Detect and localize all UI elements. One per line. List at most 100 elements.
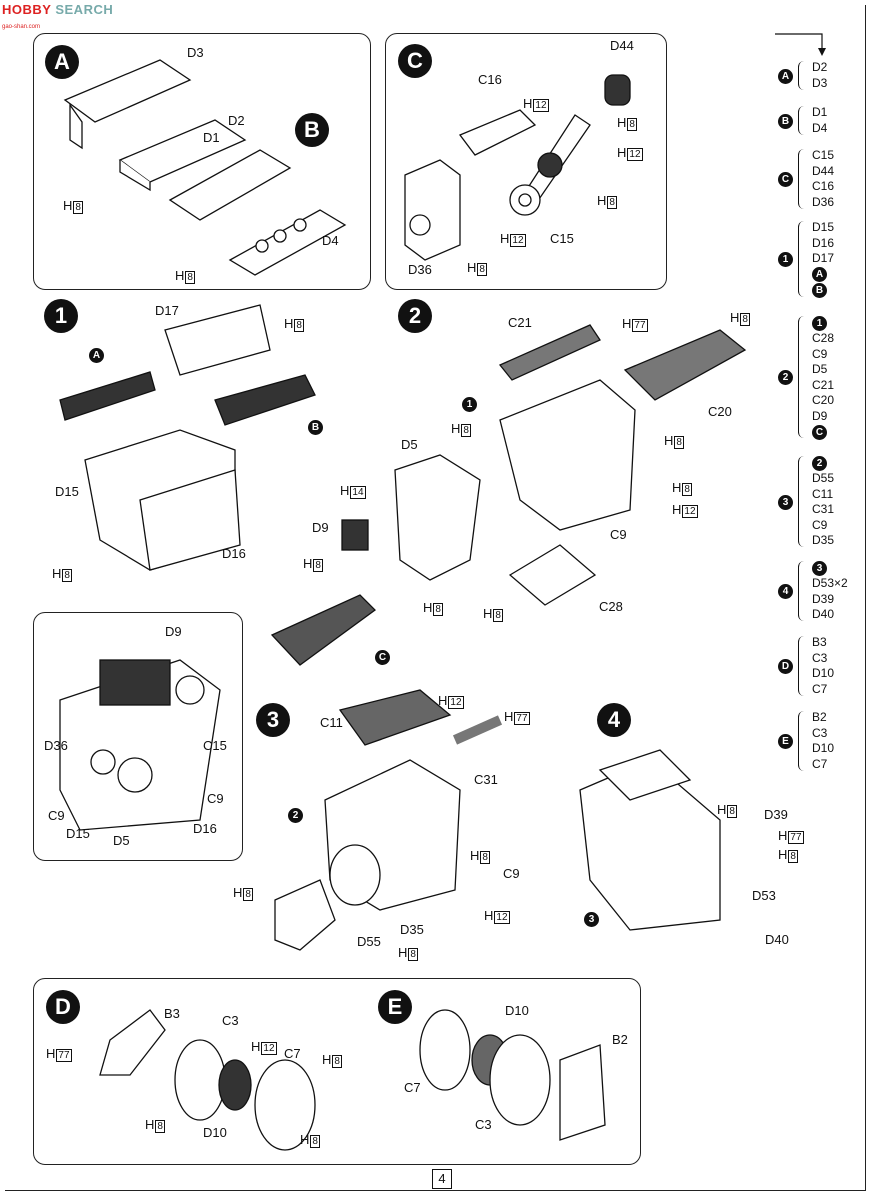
ref-badge-a: A [89, 348, 104, 363]
legend-part: D36 [812, 194, 835, 209]
legend-part: D39 [812, 591, 835, 606]
legend-part: B [812, 282, 827, 298]
legend-brace [798, 456, 804, 547]
label-c21: C21 [508, 315, 532, 330]
label-d3: D3 [187, 45, 204, 60]
part-c7 [254, 1059, 316, 1151]
label-d1: D1 [203, 130, 220, 145]
legend-brace [798, 561, 804, 621]
label-d5-2: D5 [401, 437, 418, 452]
label-d36-c: D36 [408, 262, 432, 277]
legend-brace [798, 636, 804, 696]
legend-part: C [812, 424, 827, 440]
legend-part: D55 [812, 471, 835, 485]
legend-part: D15 [812, 220, 835, 234]
legend-part: D40 [812, 607, 835, 621]
label-d10-d: D10 [203, 1125, 227, 1140]
legend-part: D3 [812, 75, 828, 90]
part-c16 [458, 109, 537, 156]
label-d9-2: D9 [312, 520, 329, 535]
legend-part: 3 [812, 560, 827, 576]
label-c7-e: C7 [404, 1080, 421, 1095]
legend-badge: 1 [778, 251, 793, 267]
step-badge-2: 2 [398, 299, 432, 333]
step-badge-e: E [378, 990, 412, 1024]
label-d55: D55 [357, 934, 381, 949]
label-c15: C15 [550, 231, 574, 246]
label-c11: C11 [320, 715, 343, 730]
legend-part: C3 [812, 725, 828, 740]
legend-part: D2 [812, 60, 828, 74]
legend-part: C20 [812, 393, 835, 407]
legend-part: D35 [812, 533, 835, 547]
label-c3-d: C3 [222, 1013, 239, 1028]
part-e-c7 [419, 1009, 471, 1091]
label-d10-e: D10 [505, 1003, 529, 1018]
legend-badge: C [778, 172, 793, 187]
legend-part: D53×2 [812, 576, 848, 590]
label-d53: D53 [752, 888, 776, 903]
legend-part: C31 [812, 502, 835, 516]
part-d4 [228, 209, 347, 276]
label-d36-asm: D36 [44, 738, 68, 753]
part-e-c3 [489, 1034, 551, 1126]
part-c-assembly [270, 594, 376, 666]
label-c16: C16 [478, 72, 502, 87]
legend-badge: D [778, 659, 793, 674]
label-c9-asm-b: C9 [48, 808, 65, 823]
part-d5 [394, 454, 481, 581]
legend-part: C15 [812, 148, 835, 162]
legend-part: 1 [812, 315, 827, 331]
label-d2: D2 [228, 113, 245, 128]
part-b3 [99, 1009, 166, 1076]
label-c9-2: C9 [610, 527, 627, 542]
legend-part: 2 [812, 455, 827, 471]
watermark-site: gao-shan.com [2, 24, 41, 30]
ref-badge-1: 1 [462, 397, 477, 412]
part-d55 [274, 879, 336, 951]
legend-part: D17 [812, 251, 835, 265]
part-d17 [164, 304, 271, 376]
label-c9-asm-a: C9 [207, 791, 224, 806]
legend-badge: A [778, 68, 793, 84]
part-c31 [452, 715, 503, 745]
legend-brace [798, 316, 804, 438]
legend-part: D16 [812, 235, 835, 250]
label-c9-3: C9 [503, 866, 520, 881]
part-d16 [139, 469, 241, 571]
legend-part: C16 [812, 179, 835, 193]
label-b2: B2 [612, 1032, 628, 1047]
subassembly-ab-panel [33, 33, 371, 290]
part-c20 [623, 329, 747, 401]
legend-brace [798, 149, 804, 209]
step-badge-4: 4 [597, 703, 631, 737]
part-d1 [168, 149, 292, 221]
ref-badge-c: C [375, 650, 390, 665]
legend-brace [798, 106, 804, 135]
ref-badge-2: 2 [288, 808, 303, 823]
legend-part: D1 [812, 105, 828, 119]
step-badge-d: D [46, 990, 80, 1024]
step-badge-3: 3 [256, 703, 290, 737]
